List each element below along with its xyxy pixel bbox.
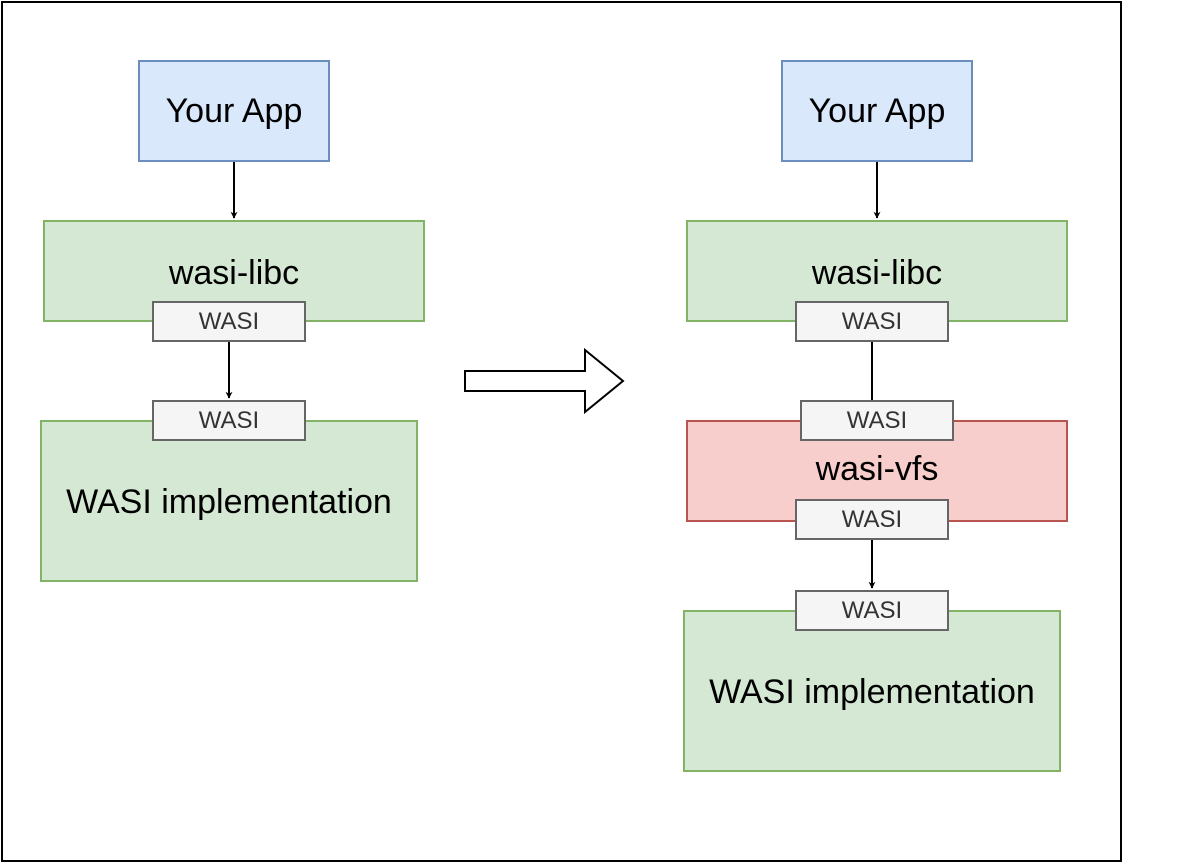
diagram-frame	[1, 1, 1122, 862]
after-libc-wasi-port: WASI	[795, 301, 949, 342]
transition-arrow	[464, 347, 625, 415]
before-wasi-libc-label: wasi-libc	[168, 254, 300, 292]
after-vfs-top-wasi-port-label: WASI	[846, 406, 908, 434]
after-impl-wasi-port: WASI	[795, 590, 949, 631]
after-impl-wasi-port-label: WASI	[841, 596, 903, 624]
after-vfs-bottom-wasi-port: WASI	[795, 499, 949, 540]
after-vfs-bottom-wasi-port-label: WASI	[841, 505, 903, 533]
after-libc-wasi-port-label: WASI	[841, 307, 903, 335]
after-your-app-box: Your App	[781, 60, 973, 162]
before-wasi-implementation-box: WASI implementation	[40, 420, 418, 582]
before-wasi-implementation-label: WASI implementation	[66, 483, 392, 521]
before-wasi-libc-box: wasi-libc	[43, 220, 425, 322]
after-wasi-vfs-label: wasi-vfs	[815, 450, 939, 488]
before-your-app-label: Your App	[165, 92, 303, 130]
before-libc-wasi-port-label: WASI	[198, 307, 260, 335]
before-impl-wasi-port-label: WASI	[198, 406, 260, 434]
before-libc-wasi-port: WASI	[152, 301, 306, 342]
before-your-app-box: Your App	[138, 60, 330, 162]
after-wasi-implementation-label: WASI implementation	[709, 673, 1035, 711]
after-vfs-top-wasi-port: WASI	[800, 400, 954, 441]
before-impl-wasi-port: WASI	[152, 400, 306, 441]
after-your-app-label: Your App	[808, 92, 946, 130]
after-wasi-libc-label: wasi-libc	[811, 254, 943, 292]
after-wasi-implementation-box: WASI implementation	[683, 610, 1061, 772]
